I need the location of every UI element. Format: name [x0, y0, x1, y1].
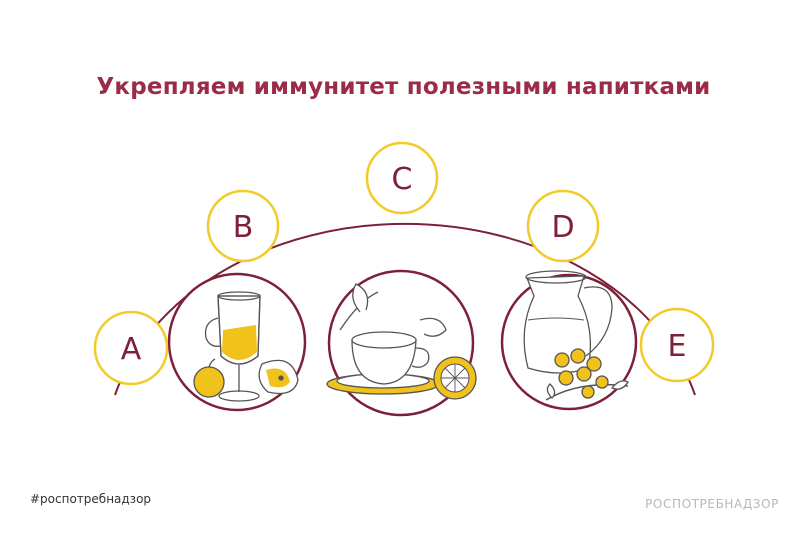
brand-logo-text: РОСПОТРЕБНАДЗОР: [645, 497, 779, 511]
option-c: C: [365, 141, 439, 215]
hashtag-label: #роспотребнадзор: [30, 492, 152, 506]
option-b-letter: B: [233, 210, 254, 245]
jug-with-sea-buckthorn-icon: [523, 270, 629, 401]
connecting-arc: [114, 222, 696, 396]
option-d: D: [526, 189, 600, 263]
mulled-drink-glass-with-apples-icon: [193, 291, 299, 402]
tea-cup-with-lemon-icon: [326, 283, 477, 400]
option-a-letter: A: [121, 332, 142, 367]
option-b: B: [206, 189, 280, 263]
option-d-letter: D: [551, 210, 574, 245]
page-title: Укрепляем иммунитет полезными напитками: [96, 74, 711, 100]
option-c-letter: C: [392, 162, 413, 197]
option-e: E: [639, 307, 715, 383]
option-e-letter: E: [668, 329, 687, 364]
option-a: A: [93, 310, 169, 386]
